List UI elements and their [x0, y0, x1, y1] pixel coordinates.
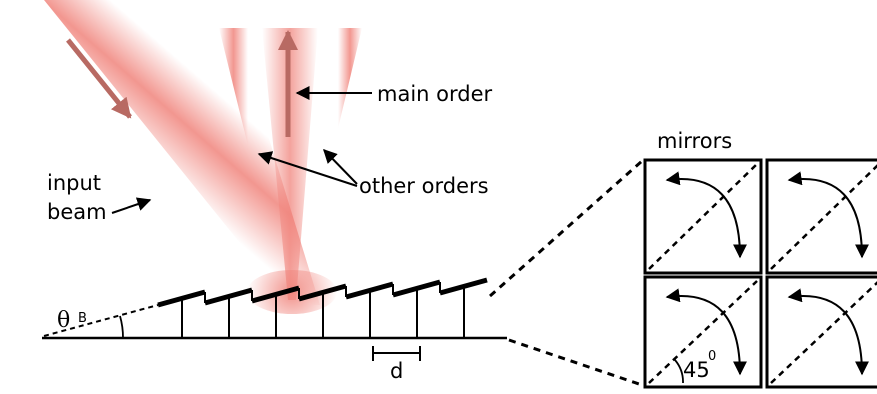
zoom-line-bottom [508, 338, 643, 387]
mirror-angle-arc [674, 359, 684, 384]
mirror-cell [765, 275, 877, 389]
blaze-reference-line [43, 304, 159, 337]
input-beam-label-line1: input [47, 171, 101, 195]
mirror-angle-value: 45 [683, 358, 710, 382]
period-label: d [390, 359, 403, 383]
zoom-lines [489, 159, 643, 387]
annotation-arrows [111, 86, 372, 214]
main-order-label: main order [377, 82, 493, 106]
mirror-frame [643, 275, 763, 389]
other-order-beam-right [292, 28, 362, 300]
mirror-cell [643, 275, 763, 389]
mirror-frame [765, 158, 877, 275]
reflection-arrow [665, 288, 747, 376]
other-order-pointer-left [257, 151, 358, 187]
reflection-arrow [787, 288, 869, 376]
reflection-arrow [787, 171, 869, 259]
blaze-angle-symbol: θ [57, 308, 70, 333]
blaze-angle-subscript: B [78, 311, 87, 326]
mirrors-label: mirrors [657, 129, 732, 153]
reflection-arrow [665, 171, 747, 259]
other-order-pointer-right [323, 148, 358, 185]
text-labels: input beam main order other orders mirro… [47, 82, 732, 383]
mirror-angle-superscript: 0 [708, 349, 716, 364]
blaze-angle-arc [119, 315, 124, 339]
light-beams [44, 0, 362, 314]
grating-facets [157, 277, 488, 338]
mirror-frame [643, 158, 763, 275]
other-order-beam-left [219, 28, 292, 300]
input-beam-label-line2: beam [47, 200, 107, 224]
zoom-line-top [489, 159, 643, 298]
input-beam [44, 0, 320, 305]
input-beam-pointer [111, 197, 152, 214]
input-beam-arrow [66, 38, 132, 119]
mirror-cell [643, 158, 763, 275]
mirror-frame [765, 275, 877, 389]
blazed-grating [42, 277, 507, 361]
mirror-grid [643, 158, 877, 389]
other-orders-label: other orders [359, 174, 489, 198]
mirror-cell [765, 158, 877, 275]
